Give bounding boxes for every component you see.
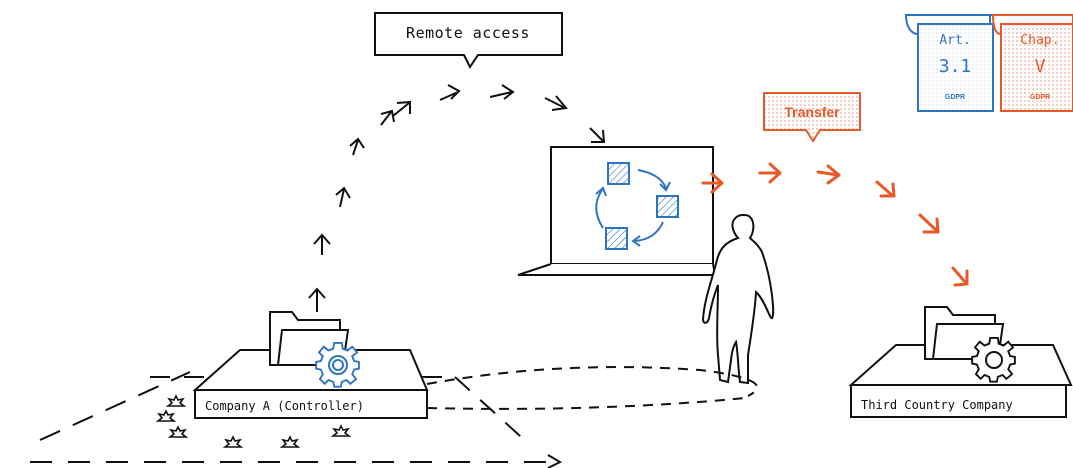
eu-stars	[155, 394, 352, 448]
third-country-label: Third Country Company	[861, 398, 1013, 412]
document-chap-line2: V	[1035, 56, 1046, 77]
document-chap-line3: GDPR	[1030, 94, 1050, 101]
laptop-icon	[517, 146, 717, 276]
document-art-line2: 3.1	[939, 56, 972, 77]
transfer-callout: Transfer	[763, 92, 861, 143]
third-country-platform	[848, 344, 1073, 418]
transfer-path	[701, 162, 969, 287]
company-a-label: Company A (Controller)	[205, 399, 364, 413]
remote-access-label: Remote access	[406, 24, 530, 42]
person-silhouette	[701, 213, 775, 385]
gear-icon	[315, 341, 360, 388]
document-art-line1: Art.	[939, 33, 970, 48]
arrow-up-icon	[308, 287, 326, 312]
dashed-connection	[426, 366, 759, 410]
document-chap-v: Chap. V GDPR	[991, 14, 1073, 112]
document-art-line3: GDPR	[945, 94, 965, 101]
document-art-3-1: Art. 3.1 GDPR	[904, 14, 998, 112]
remote-access-callout: Remote access	[374, 12, 563, 69]
company-a-platform	[192, 349, 429, 419]
document-chap-line1: Chap.	[1020, 33, 1059, 48]
process-cycle-icon	[595, 162, 679, 250]
gear-icon	[971, 336, 1016, 383]
transfer-label: Transfer	[784, 104, 840, 120]
remote-access-path	[313, 84, 606, 255]
